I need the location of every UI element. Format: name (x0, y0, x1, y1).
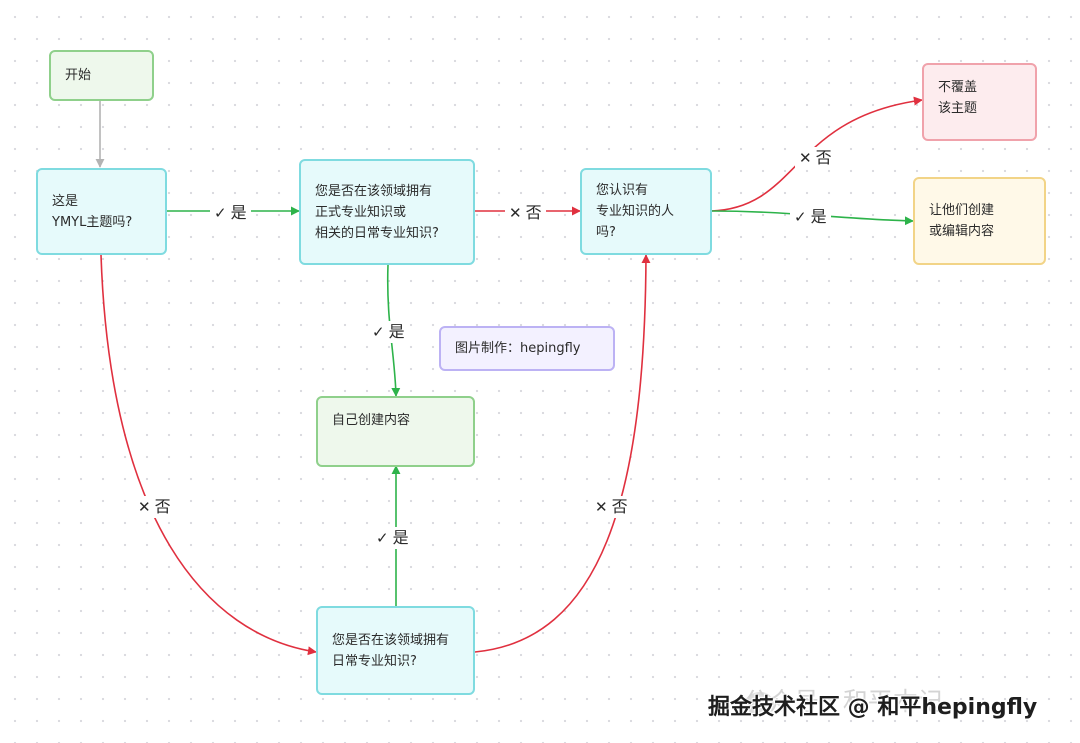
edge-label-daily-no: ✕否 (591, 496, 632, 518)
cross-icon: ✕ (595, 498, 608, 516)
credit-note: 图片制作：hepingfly (439, 326, 615, 371)
edge-label-text: 否 (154, 497, 171, 516)
wechat-icon (746, 692, 774, 716)
daily-expertise-question-node: 您是否在该领域拥有 日常专业知识? (316, 606, 475, 695)
edge-label-text: 否 (815, 148, 832, 167)
edge-label-text: 是 (392, 528, 409, 547)
check-icon: ✓ (214, 204, 227, 222)
no-cover-node: 不覆盖 该主题 (922, 63, 1037, 141)
watermark-ghost-text: 公众号 · 和平本记 (744, 687, 943, 716)
edge-label-text: 是 (388, 322, 405, 341)
edge-label-text: 否 (611, 497, 628, 516)
edge-label-expertise-no: ✕否 (505, 202, 546, 224)
edge-label-ymyl-yes: ✓是 (210, 202, 251, 224)
watermark: 公众号 · 和平本记 掘金技术社区 @ 和平hepingfly (708, 687, 1068, 728)
edge-label-ymyl-no: ✕否 (134, 496, 175, 518)
edge-label-text: 是 (810, 207, 827, 226)
expertise-question-node: 您是否在该领域拥有 正式专业知识或 相关的日常专业知识? (299, 159, 475, 265)
edge-ymyl-no (100, 254, 317, 656)
edge-label-text: 是 (230, 203, 247, 222)
watermark-text: 掘金技术社区 @ 和平hepingfly (708, 695, 1038, 720)
edge-label-expertise-yes: ✓是 (368, 321, 409, 343)
know-expert-question-node: 您认识有 专业知识的人 吗? (580, 168, 712, 255)
edge-label-text: 否 (525, 203, 542, 222)
let-them-create-node: 让他们创建 或编辑内容 (913, 177, 1046, 265)
edge-daily-no (474, 254, 651, 653)
check-icon: ✓ (376, 529, 389, 547)
ymyl-question-node: 这是 YMYL主题吗? (36, 168, 167, 255)
check-icon: ✓ (794, 208, 807, 226)
cross-icon: ✕ (799, 149, 812, 167)
edge-label-know-expert-no: ✕否 (795, 147, 836, 169)
edge-label-know-expert-yes: ✓是 (790, 206, 831, 228)
self-create-node: 自己创建内容 (316, 396, 475, 467)
cross-icon: ✕ (138, 498, 151, 516)
edge-label-daily-yes: ✓是 (372, 527, 413, 549)
start-node: 开始 (49, 50, 154, 101)
cross-icon: ✕ (509, 204, 522, 222)
check-icon: ✓ (372, 323, 385, 341)
